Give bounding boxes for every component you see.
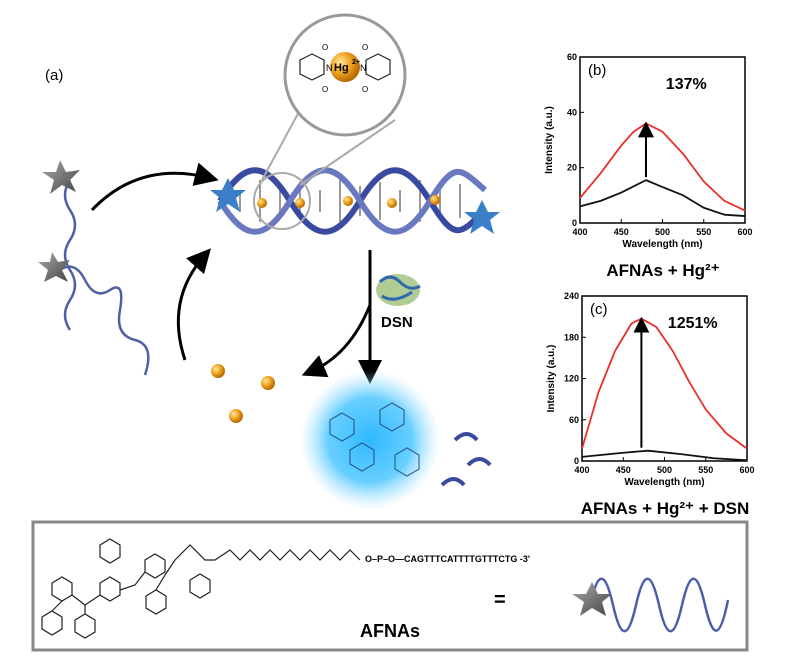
percent-annotation: 137% (666, 76, 707, 93)
afnas-label: AFNAs (360, 621, 420, 641)
x-tick-label: 450 (614, 227, 629, 237)
x-tick-label: 550 (696, 227, 711, 237)
arrow-release-hg (301, 304, 372, 378)
afnas-structure-box: O–P–O—CAGTTTCATTTTGTTTCTG -3' = AFNAs (31, 520, 749, 652)
series-line (581, 449, 748, 462)
svg-text:O: O (322, 85, 328, 94)
series-line (579, 122, 746, 212)
dsn-enzyme-icon (376, 274, 421, 306)
x-axis-label: Wavelength (nm) (622, 239, 702, 250)
y-tick-label: 180 (564, 332, 579, 342)
x-tick-label: 600 (737, 227, 752, 237)
arrow-hybridize (90, 162, 219, 212)
y-tick-label: 20 (567, 163, 577, 173)
fluorophore-star-icon (464, 200, 500, 234)
svg-text:O: O (362, 43, 368, 52)
fluorophore-star-icon (42, 160, 80, 194)
svg-text:O: O (362, 85, 368, 94)
svg-text:N: N (360, 63, 367, 73)
hg-ion-label: Hg (334, 62, 349, 74)
chart-c-title: AFNAs + Hg²⁺ + DSN (581, 499, 750, 518)
afna-probe-strand-1 (42, 160, 80, 331)
chart-b-title: AFNAs + Hg²⁺ (606, 261, 719, 280)
arrow-recycle (176, 248, 211, 361)
panel-label: (c) (590, 301, 608, 318)
x-tick-label: 500 (655, 227, 670, 237)
x-tick-label: 400 (572, 227, 587, 237)
y-tick-label: 40 (567, 107, 577, 117)
y-tick-label: 60 (569, 415, 579, 425)
panel-a-label: (a) (45, 67, 63, 84)
y-axis-label: Intensity (a.u.) (546, 345, 557, 413)
x-tick-label: 550 (698, 465, 713, 475)
x-axis-label: Wavelength (nm) (624, 477, 704, 488)
y-tick-label: 0 (572, 218, 577, 228)
svg-text:2+: 2+ (352, 59, 360, 66)
y-tick-label: 240 (564, 291, 579, 301)
series-line (579, 179, 746, 217)
afnas-sequence: O–P–O—CAGTTTCATTTTGTTTCTG -3' (365, 554, 530, 564)
afnas-chemical-structure (41, 538, 361, 639)
y-tick-label: 120 (564, 374, 579, 384)
t-hg-t-zoom-bubble: Hg 2+ N N O O O O (261, 13, 407, 186)
hg-ion (330, 52, 360, 82)
afna-probe-strand-2 (38, 252, 150, 376)
fluorophore-star-icon (38, 252, 70, 282)
dsn-label: DSN (381, 314, 413, 331)
svg-text:O: O (322, 43, 328, 52)
x-tick-label: 500 (657, 465, 672, 475)
fluorophore-star-icon (572, 582, 612, 616)
aie-aggregate-glow (300, 370, 440, 510)
x-tick-label: 600 (739, 465, 754, 475)
svg-text:N: N (326, 63, 333, 73)
y-tick-label: 0 (574, 456, 579, 466)
series-line (581, 317, 748, 450)
percent-annotation: 1251% (668, 315, 718, 332)
equals-sign: = (494, 589, 506, 611)
y-axis-label: Intensity (a.u.) (544, 106, 555, 174)
y-tick-label: 60 (567, 52, 577, 62)
plot-frame (581, 295, 748, 462)
released-hg-ions (211, 364, 275, 423)
x-tick-label: 400 (574, 465, 589, 475)
dna-fragments (440, 432, 492, 487)
fluorophore-star-icon (210, 178, 246, 212)
panel-label: (b) (588, 62, 606, 79)
afna-probe-strand-legend (588, 577, 730, 633)
x-tick-label: 450 (616, 465, 631, 475)
dna-duplex (210, 167, 500, 235)
